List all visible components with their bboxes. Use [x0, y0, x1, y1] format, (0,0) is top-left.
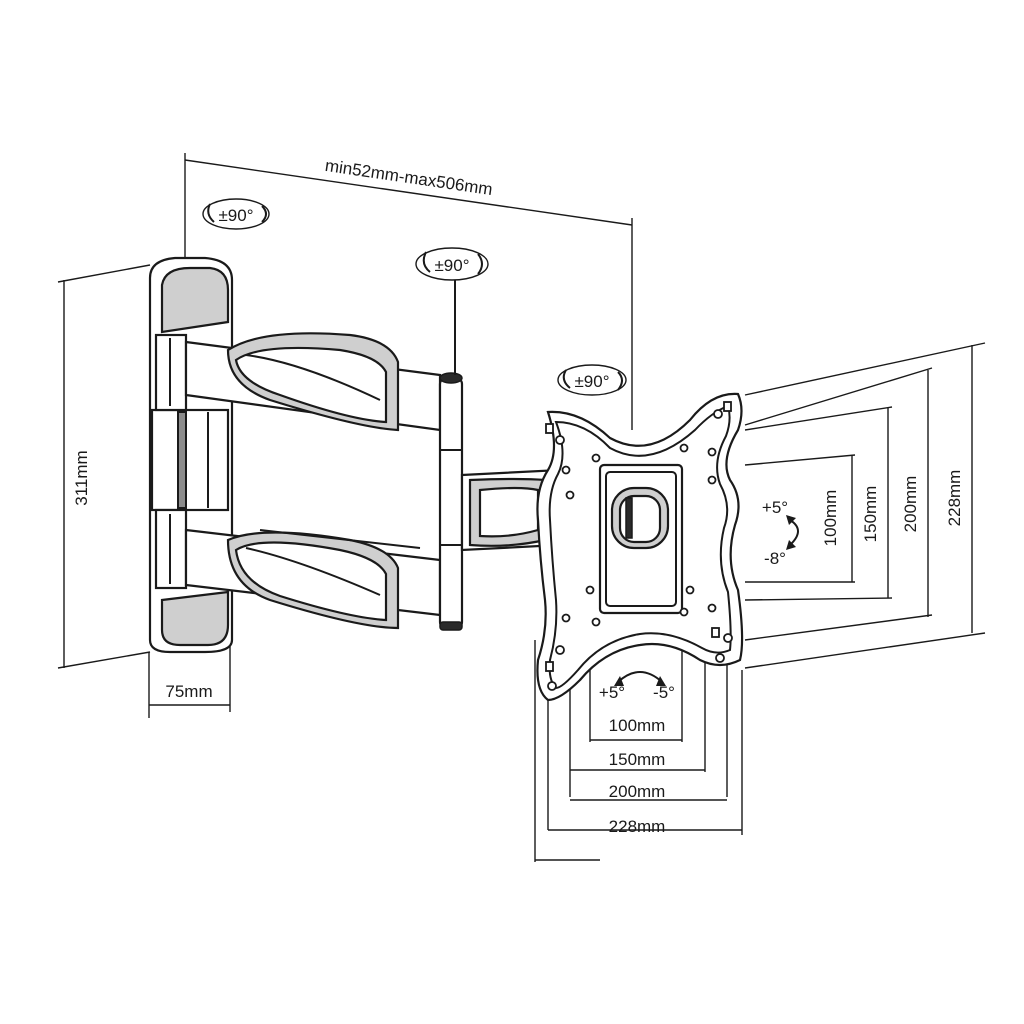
vesa-h-100: 100mm	[609, 716, 666, 735]
vesa-h-200: 200mm	[609, 782, 666, 801]
wall-plate	[148, 256, 234, 654]
vesa-v-150: 150mm	[861, 486, 880, 543]
tilt-left-label: +5°	[599, 683, 625, 702]
rotation-badge-plate: ±90°	[557, 364, 627, 396]
vesa-h-228: 228mm	[609, 817, 666, 836]
tilt-up-label: +5°	[762, 498, 788, 517]
rotation-badge-wall: ±90°	[202, 198, 270, 230]
vesa-vertical-dimensions: 100mm 150mm 200mm 228mm	[744, 342, 986, 669]
depth-label: 75mm	[165, 682, 212, 701]
vesa-v-228: 228mm	[945, 470, 964, 527]
middle-hinge	[438, 280, 464, 631]
rotation-middle-label: ±90°	[434, 256, 469, 275]
height-label: 311mm	[72, 450, 91, 505]
forearm	[460, 468, 562, 552]
vesa-horizontal-dimensions: 100mm 150mm 200mm 228mm	[534, 640, 743, 862]
vesa-h-150: 150mm	[609, 750, 666, 769]
horizontal-tilt: +5° -5°	[599, 671, 675, 702]
depth-dimension: 75mm	[148, 640, 231, 718]
tv-plate	[536, 392, 744, 702]
rotation-badge-middle: ±90°	[415, 247, 489, 281]
vesa-v-200: 200mm	[901, 476, 920, 533]
vesa-v-100: 100mm	[821, 490, 840, 547]
rotation-plate-label: ±90°	[574, 372, 609, 391]
rotation-wall-label: ±90°	[218, 206, 253, 225]
tilt-right-label: -5°	[653, 683, 675, 702]
tilt-down-label: -8°	[764, 549, 786, 568]
height-dimension: 311mm	[57, 264, 151, 669]
vertical-tilt: +5° -8°	[762, 498, 799, 568]
lower-arm	[184, 528, 442, 630]
